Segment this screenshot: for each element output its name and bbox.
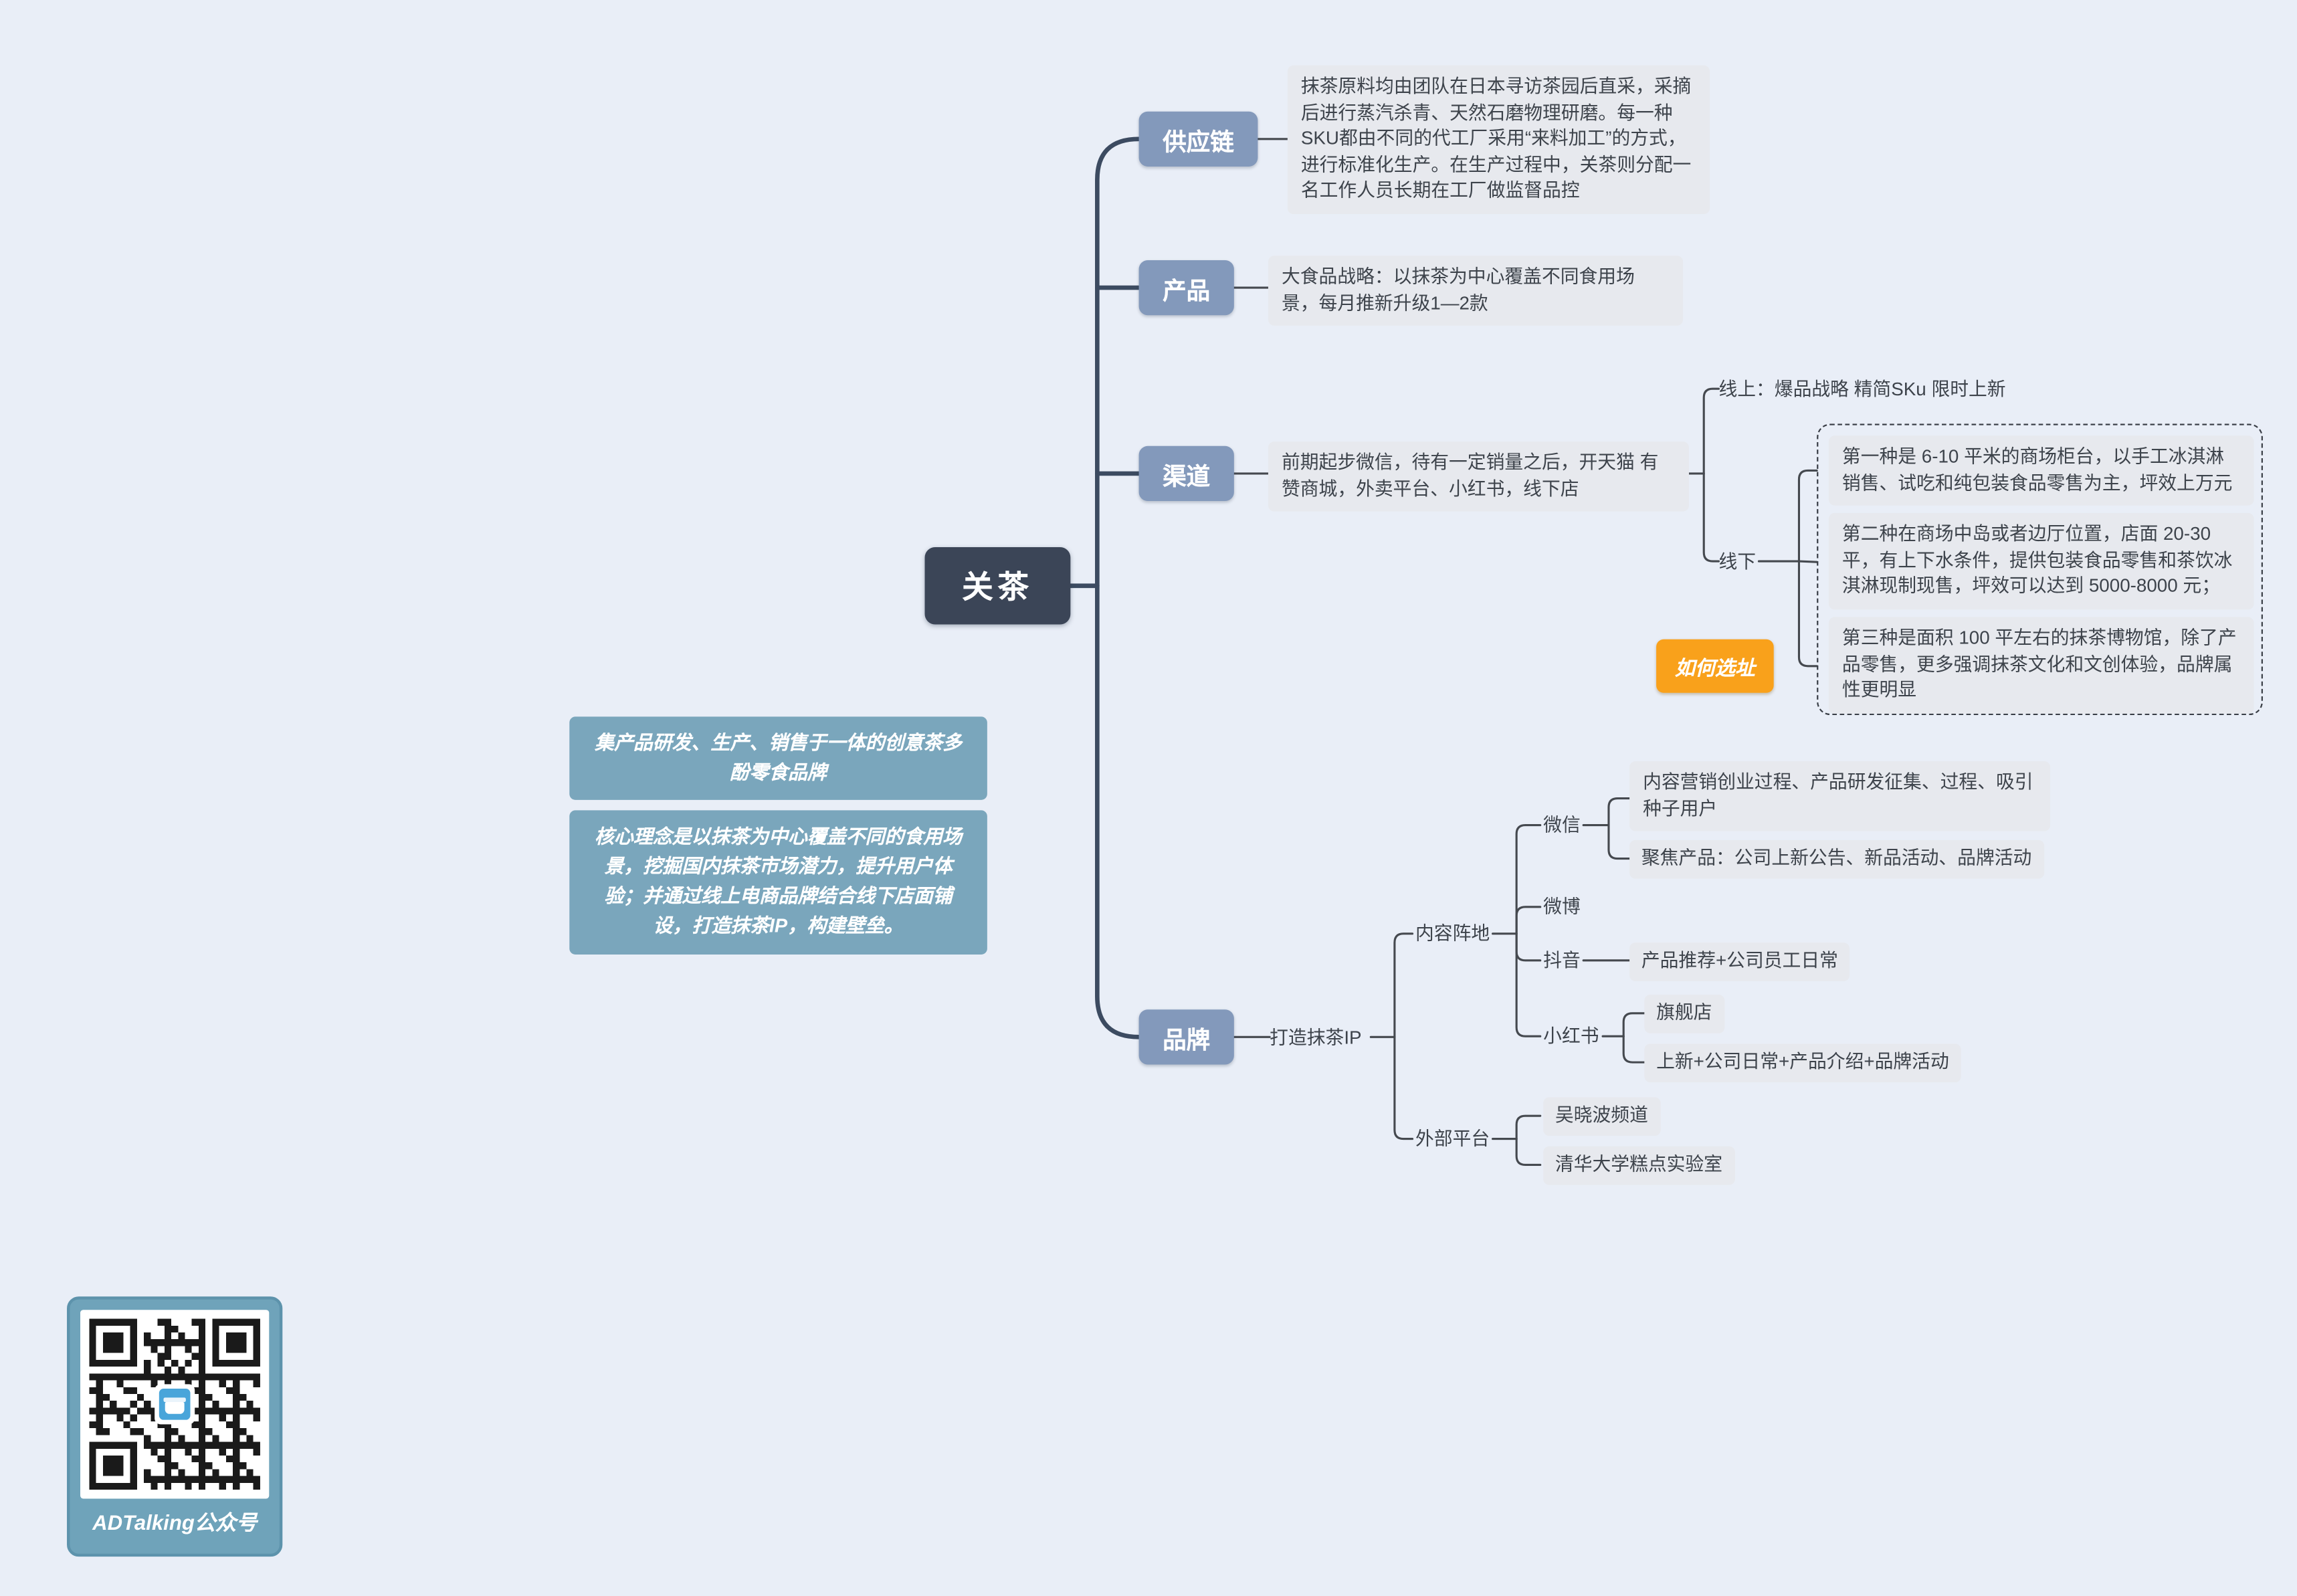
branch-brand: 品牌: [1138, 1009, 1234, 1065]
qr-card: ADTalking公众号: [67, 1296, 283, 1557]
external-platform-1: 吴晓波频道: [1543, 1097, 1660, 1136]
qr-caption: ADTalking公众号: [92, 1510, 258, 1534]
channel-online-node: 线上：爆品战略 精简SKu 限时上新: [1718, 379, 2006, 400]
weibo-node: 微博: [1543, 896, 1581, 918]
xiaohongshu-note-1: 旗舰店: [1644, 994, 1724, 1033]
wechat-node: 微信: [1543, 815, 1581, 836]
douyin-node: 抖音: [1543, 950, 1581, 971]
wechat-note-1: 内容营销创业过程、产品研发征集、过程、吸引种子用户: [1629, 761, 2051, 831]
root-node: 关茶: [924, 546, 1071, 625]
supply-chain-detail: 抹茶原料均由团队在日本寻访茶园后直采，采摘后进行蒸汽杀青、天然石磨物理研磨。每一…: [1287, 65, 1710, 213]
external-platform-2: 清华大学糕点实验室: [1543, 1146, 1734, 1185]
brand-strategy-node: 打造抹茶IP: [1270, 1027, 1362, 1049]
product-detail: 大食品战略：以抹茶为中心覆盖不同食用场景，每月推新升级1—2款: [1268, 256, 1684, 326]
qr-code: [80, 1310, 270, 1499]
external-platforms-node: 外部平台: [1415, 1128, 1490, 1150]
offline-store-types-group: 第一种是 6-10 平米的商场柜台，以手工冰淇淋销售、试吃和纯包装食品零售为主，…: [1817, 423, 2263, 716]
xiaohongshu-node: 小红书: [1543, 1025, 1599, 1047]
content-base-node: 内容阵地: [1415, 923, 1490, 944]
annotation-core-concept: 核心理念是以抹茶为中心覆盖不同的食用场景，挖掘国内抹茶市场潜力，提升用户体验；并…: [569, 810, 987, 955]
wechat-note-2: 聚焦产品：公司上新公告、新品活动、品牌活动: [1629, 839, 2044, 878]
xiaohongshu-note-2: 上新+公司日常+产品介绍+品牌活动: [1644, 1043, 1961, 1082]
branch-channel: 渠道: [1138, 445, 1234, 502]
qr-logo-icon: [155, 1384, 195, 1425]
channel-detail: 前期起步微信，待有一定销量之后，开天猫 有赞商城，外卖平台、小红书，线下店: [1268, 441, 1689, 512]
channel-offline-node: 线下: [1718, 551, 1757, 573]
branch-supply-chain: 供应链: [1138, 111, 1258, 167]
store-type-2: 第二种在商场中岛或者边厅位置，店面 20-30 平，有上下水条件，提供包装食品零…: [1828, 512, 2254, 609]
store-type-3: 第三种是面积 100 平左右的抹茶博物馆，除了产品零售，更多强调抹茶文化和文创体…: [1828, 617, 2254, 713]
branch-product: 产品: [1138, 260, 1234, 316]
store-type-1: 第一种是 6-10 平米的商场柜台，以手工冰淇淋销售、试吃和纯包装食品零售为主，…: [1828, 435, 2254, 506]
annotation-positioning: 集产品研发、生产、销售于一体的创意茶多酚零食品牌: [569, 716, 987, 801]
site-selection-tip: 如何选址: [1656, 639, 1774, 693]
douyin-note: 产品推荐+公司员工日常: [1629, 942, 1850, 981]
